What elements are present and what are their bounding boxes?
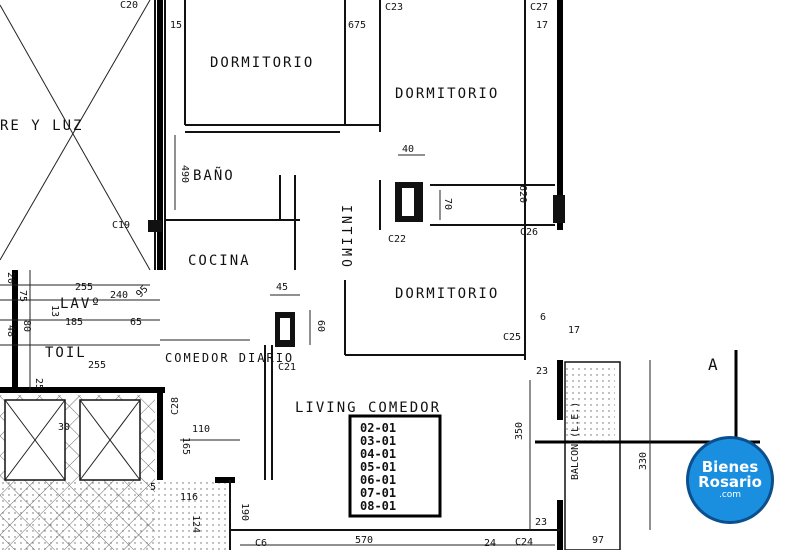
balcony	[564, 361, 621, 550]
dimension-label: 40	[402, 144, 414, 155]
room-dormitorio-2: DORMITORIO	[395, 86, 499, 102]
unit-label: 05-01	[360, 460, 396, 474]
dimension-label: 675	[348, 20, 366, 31]
column-label: C22	[388, 234, 406, 245]
room-dormitorio-1: DORMITORIO	[210, 55, 314, 71]
dimension-label: 20	[5, 272, 16, 284]
logo-line-3: .com	[718, 490, 742, 501]
dimension-label: 110	[192, 424, 210, 435]
room-intimo: INTIMO	[338, 205, 353, 270]
dimension-lines	[0, 135, 651, 546]
dimension-label: 75	[17, 290, 28, 302]
dimension-label: 25	[33, 378, 44, 390]
dimension-label: 17	[536, 20, 548, 31]
column-labels: C20 C23 C27 C19 C22 C26 C25 C21 C28 C6 C…	[112, 0, 548, 549]
dimension-label: 255	[88, 360, 106, 371]
dimension-label: 23	[535, 517, 547, 528]
dimension-label: 5	[150, 482, 156, 493]
dimension-label: 330	[638, 452, 649, 470]
section-marker-label: A	[708, 355, 720, 374]
bienes-rosario-logo: Bienes Rosario .com	[686, 436, 774, 524]
room-cocina: COCINA	[188, 253, 251, 269]
dimension-label: 116	[180, 492, 198, 503]
dimension-label: 97	[592, 535, 604, 546]
dimension-label: 15	[170, 20, 182, 31]
light-well	[0, 0, 151, 271]
dimension-label: 24	[484, 538, 496, 549]
column-label: C25	[503, 332, 521, 343]
room-toil: TOIL	[45, 345, 87, 361]
dimension-label: 80	[21, 320, 32, 332]
dimension-label: 17	[568, 325, 580, 336]
dimension-label: 255	[75, 282, 93, 293]
column-label: C19	[112, 220, 130, 231]
unit-label: 07-01	[360, 486, 396, 500]
dimension-label: 185	[65, 317, 83, 328]
dimension-label: 124	[190, 515, 201, 533]
dimension-label: 65	[130, 317, 142, 328]
dimension-label: 350	[514, 422, 525, 440]
dimension-label: 13	[49, 305, 60, 317]
dimension-label: 23	[536, 366, 548, 377]
unit-label: 08-01	[360, 499, 396, 513]
dimension-label: 620	[517, 185, 528, 203]
unit-label: 03-01	[360, 434, 396, 448]
dimension-label: 30	[58, 422, 70, 433]
balcony-units-area	[565, 365, 615, 445]
room-aire-luz: RE Y LUZ	[0, 118, 83, 134]
dimension-label: 190	[239, 503, 250, 521]
unit-label: 02-01	[360, 421, 396, 435]
dimension-label: 240	[110, 290, 128, 301]
logo-line-2: Rosario	[698, 473, 762, 492]
unit-label: 04-01	[360, 447, 396, 461]
room-dormitorio-3: DORMITORIO	[395, 286, 499, 302]
unit-table: 02-01 03-01 04-01 05-01 06-01 07-01 08-0…	[348, 414, 442, 518]
dimension-label: 570	[355, 535, 373, 546]
column-label: C26	[520, 227, 538, 238]
core-dots	[0, 480, 230, 550]
column-label: C21	[278, 362, 296, 373]
dimension-label: 6	[540, 312, 546, 323]
column-label: C27	[530, 2, 548, 13]
unit-label: 06-01	[360, 473, 396, 487]
dimension-label: 95	[134, 284, 150, 300]
dimension-label: 490	[179, 165, 190, 183]
column-label: C28	[170, 397, 181, 415]
interior-walls	[0, 0, 560, 550]
room-bano: BAÑO	[193, 167, 235, 184]
dimension-label: 45	[276, 282, 288, 293]
column-label: C20	[120, 0, 138, 11]
column-label: C24	[515, 537, 533, 548]
dimension-label: 60	[315, 320, 326, 332]
room-living-comedor: LIVING COMEDOR	[295, 400, 441, 416]
structural-columns	[148, 182, 565, 347]
column-label: C23	[385, 2, 403, 13]
dimension-label: 70	[442, 198, 453, 210]
room-lav: LAVº	[60, 296, 102, 312]
dimension-label: 48	[5, 325, 16, 337]
column-label: C6	[255, 538, 267, 549]
dimension-label: 165	[180, 437, 191, 455]
logo-line-1: Bienes	[701, 457, 759, 476]
room-balcon: BALCON (L.E.)	[570, 402, 581, 480]
room-comedor-diario: COMEDOR DIARIO	[165, 351, 294, 365]
